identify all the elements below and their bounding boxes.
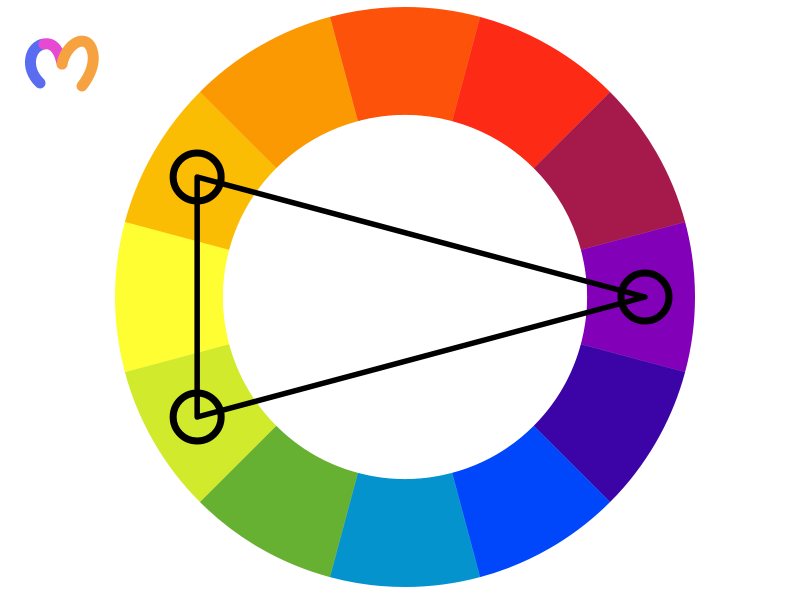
wheel-segment-green xyxy=(199,425,358,578)
wheel-segment-yellow xyxy=(115,221,230,373)
wheel-segment-yellow-green xyxy=(124,344,277,503)
triad-marker-yellow-orange xyxy=(169,149,225,205)
wheel-segment-orange xyxy=(199,16,358,169)
wheel-segment-blue-green xyxy=(329,472,481,587)
wheel-segment-yellow-orange xyxy=(124,91,277,250)
triad-triangle xyxy=(194,174,648,420)
wheel-segment-red-violet xyxy=(533,91,686,250)
triad-marker-violet xyxy=(617,269,673,325)
logo-icon xyxy=(25,35,99,92)
wheel-segment-blue-violet xyxy=(533,344,686,503)
color-wheel-segments xyxy=(115,7,695,587)
wheel-center xyxy=(223,115,587,479)
wheel-segment-blue xyxy=(452,425,611,578)
logo-stroke-right xyxy=(56,35,99,92)
wheel-segment-red-orange xyxy=(329,7,481,122)
triad-marker-yellow-green xyxy=(169,389,225,445)
wheel-segment-red xyxy=(452,16,611,169)
triad-overlay xyxy=(169,149,673,445)
